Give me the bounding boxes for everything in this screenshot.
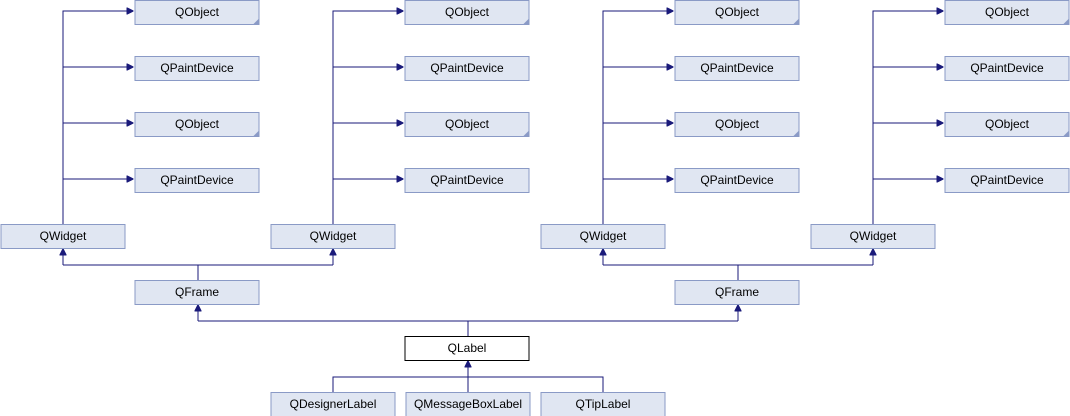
node-box — [0, 224, 126, 249]
node-box — [134, 280, 260, 305]
node-box — [674, 280, 800, 305]
node-label: QPaintDevice — [430, 173, 504, 187]
fold-corner-icon — [523, 18, 529, 25]
node-label: QPaintDevice — [160, 173, 234, 187]
class-node-qtiplabel[interactable]: QTipLabel — [540, 392, 666, 416]
node-box — [134, 56, 260, 81]
node-box — [404, 0, 530, 25]
node-box — [540, 392, 666, 416]
node-box — [944, 168, 1070, 193]
class-node-qobject-1b[interactable]: QObject — [134, 112, 260, 137]
node-label: QTipLabel — [576, 397, 631, 411]
node-label: QPaintDevice — [430, 61, 504, 75]
node-box — [404, 168, 530, 193]
node-label: QMessageBoxLabel — [414, 397, 522, 411]
node-label: QDesignerLabel — [290, 397, 377, 411]
class-node-qpaintdevice-2b[interactable]: QPaintDevice — [404, 168, 530, 193]
node-box — [270, 224, 396, 249]
node-label: QPaintDevice — [700, 173, 774, 187]
node-label: QLabel — [448, 341, 487, 355]
node-label: QFrame — [715, 285, 759, 299]
node-label: QPaintDevice — [970, 61, 1044, 75]
node-label: QWidget — [310, 229, 357, 243]
class-node-qobject-4b[interactable]: QObject — [944, 112, 1070, 137]
node-box — [270, 392, 396, 416]
node-box — [674, 112, 800, 137]
node-label: QObject — [175, 5, 220, 19]
fold-corner-icon — [1063, 18, 1069, 25]
node-box — [810, 224, 936, 249]
node-box — [134, 0, 260, 25]
class-node-qpaintdevice-4a[interactable]: QPaintDevice — [944, 56, 1070, 81]
class-node-qwidget-3[interactable]: QWidget — [540, 224, 666, 249]
node-box — [674, 56, 800, 81]
class-node-qpaintdevice-3a[interactable]: QPaintDevice — [674, 56, 800, 81]
node-label: QWidget — [850, 229, 897, 243]
node-box — [404, 112, 530, 137]
node-label: QPaintDevice — [700, 61, 774, 75]
class-node-qobject-4a[interactable]: QObject — [944, 0, 1070, 25]
class-node-qobject-3a[interactable]: QObject — [674, 0, 800, 25]
class-node-qwidget-4[interactable]: QWidget — [810, 224, 936, 249]
class-node-qframe-2[interactable]: QFrame — [674, 280, 800, 305]
node-box — [944, 112, 1070, 137]
class-node-qframe-1[interactable]: QFrame — [134, 280, 260, 305]
node-box — [944, 56, 1070, 81]
node-label: QObject — [985, 5, 1030, 19]
node-label: QObject — [715, 117, 760, 131]
class-node-qwidget-2[interactable]: QWidget — [270, 224, 396, 249]
class-node-qlabel[interactable]: QLabel — [404, 336, 530, 361]
node-label: QObject — [445, 5, 490, 19]
node-box — [674, 168, 800, 193]
class-node-qobject-3b[interactable]: QObject — [674, 112, 800, 137]
class-node-qpaintdevice-3b[interactable]: QPaintDevice — [674, 168, 800, 193]
class-node-qobject-1a[interactable]: QObject — [134, 0, 260, 25]
class-node-qwidget-1[interactable]: QWidget — [0, 224, 126, 249]
fold-corner-icon — [793, 130, 799, 137]
node-label: QObject — [445, 117, 490, 131]
node-label: QFrame — [175, 285, 219, 299]
fold-corner-icon — [793, 18, 799, 25]
class-node-qobject-2b[interactable]: QObject — [404, 112, 530, 137]
class-node-qmessageboxlabel[interactable]: QMessageBoxLabel — [405, 392, 531, 416]
class-node-qdesignerlabel[interactable]: QDesignerLabel — [270, 392, 396, 416]
class-node-qpaintdevice-2a[interactable]: QPaintDevice — [404, 56, 530, 81]
node-box — [405, 392, 531, 416]
node-label: QPaintDevice — [970, 173, 1044, 187]
node-box — [134, 112, 260, 137]
fold-corner-icon — [253, 18, 259, 25]
node-label: QObject — [715, 5, 760, 19]
inheritance-edges — [63, 11, 943, 392]
node-box — [404, 336, 530, 361]
node-label: QPaintDevice — [160, 61, 234, 75]
class-node-qpaintdevice-1a[interactable]: QPaintDevice — [134, 56, 260, 81]
class-node-qobject-2a[interactable]: QObject — [404, 0, 530, 25]
node-box — [134, 168, 260, 193]
fold-corner-icon — [253, 130, 259, 137]
fold-corner-icon — [1063, 130, 1069, 137]
node-label: QObject — [175, 117, 220, 131]
node-box — [674, 0, 800, 25]
node-box — [540, 224, 666, 249]
class-node-qpaintdevice-1b[interactable]: QPaintDevice — [134, 168, 260, 193]
node-label: QWidget — [40, 229, 87, 243]
fold-corner-icon — [523, 130, 529, 137]
class-node-qpaintdevice-4b[interactable]: QPaintDevice — [944, 168, 1070, 193]
node-label: QWidget — [580, 229, 627, 243]
node-label: QObject — [985, 117, 1030, 131]
node-box — [944, 0, 1070, 25]
node-box — [404, 56, 530, 81]
